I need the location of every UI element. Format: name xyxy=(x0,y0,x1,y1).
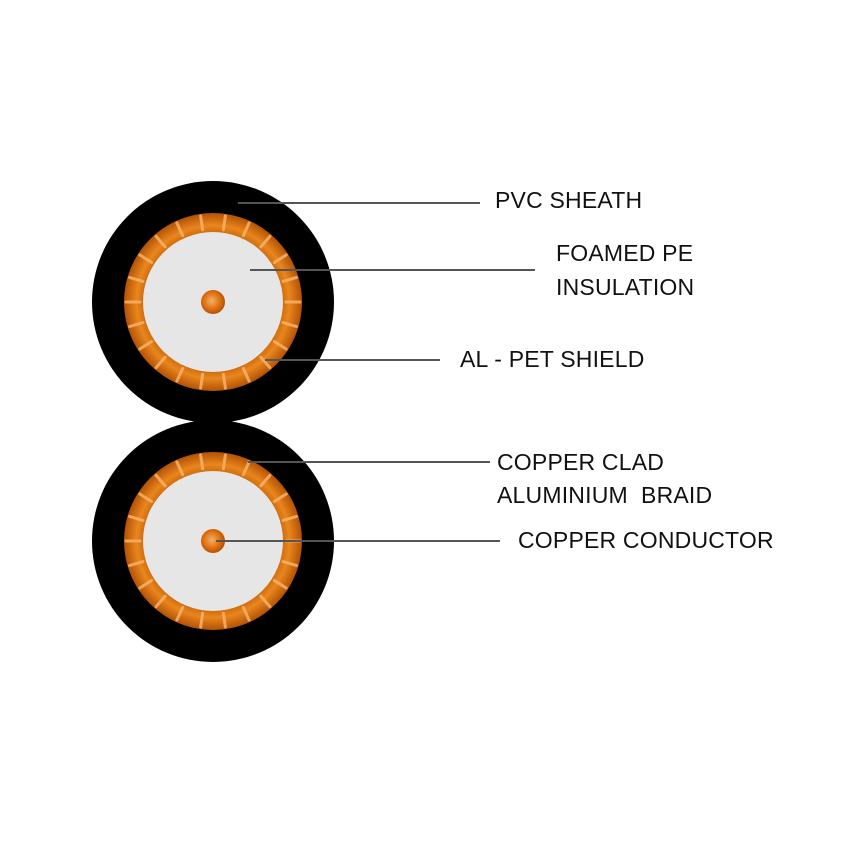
braid-strand xyxy=(259,594,272,609)
upper-cable xyxy=(92,181,334,423)
braid-strand xyxy=(128,560,145,568)
braid-strand xyxy=(272,253,288,265)
braid-strand xyxy=(128,275,145,283)
label-copper-conductor-text: COPPER CONDUCTOR xyxy=(518,527,774,553)
braid-strands-upper xyxy=(124,214,302,390)
braid-strand xyxy=(175,605,185,622)
lower-cable xyxy=(92,420,334,662)
braid-strand xyxy=(175,460,185,477)
braid-strand xyxy=(221,611,227,629)
braid-strand xyxy=(241,460,251,477)
label-pvc-sheath-text: PVC SHEATH xyxy=(495,187,643,213)
label-copper-clad-line2: ALUMINIUM BRAID xyxy=(497,482,713,508)
braid-strand xyxy=(259,234,272,249)
braid-strand xyxy=(221,372,227,390)
label-al-pet-shield-text: AL - PET SHIELD xyxy=(460,346,645,372)
braid-strand xyxy=(199,214,205,232)
braid-strand xyxy=(138,253,154,265)
braid-strand xyxy=(281,275,298,283)
braid-strand xyxy=(128,321,145,329)
braid-strand xyxy=(199,453,205,471)
braid-strand xyxy=(281,560,298,568)
braid-strand xyxy=(199,372,205,390)
braid-strand xyxy=(154,234,167,249)
braid-strand xyxy=(128,514,145,522)
braid-strand xyxy=(154,594,167,609)
braid-strand xyxy=(281,514,298,522)
braid-strand xyxy=(259,473,272,488)
leader-lines xyxy=(216,202,535,542)
braid-strand xyxy=(272,578,288,590)
braid-strand xyxy=(154,473,167,488)
label-copper-clad-line1: COPPER CLAD xyxy=(497,449,665,475)
label-pvc-sheath: PVC SHEATH xyxy=(495,187,642,213)
braid-strand xyxy=(272,339,288,351)
braid-strand xyxy=(272,492,288,504)
braid-strand xyxy=(138,578,154,590)
braid-strand xyxy=(259,355,272,370)
braid-strand xyxy=(175,221,185,238)
label-copper-clad-aluminium-braid: COPPER CLAD ALUMINIUM BRAID xyxy=(497,449,712,508)
braid-strand xyxy=(138,492,154,504)
braid-strand xyxy=(221,214,227,232)
label-foamed-pe-line2: INSULATION xyxy=(556,274,695,300)
copper-conductor-lower xyxy=(201,529,225,553)
braid-strand xyxy=(241,221,251,238)
braid-strand xyxy=(175,366,185,383)
braid-strand xyxy=(138,339,154,351)
braid-strand xyxy=(241,366,251,383)
label-foamed-pe-line1: FOAMED PE xyxy=(556,240,694,266)
braid-strand xyxy=(241,605,251,622)
braid-strand xyxy=(154,355,167,370)
copper-conductor-upper xyxy=(201,290,225,314)
label-al-pet-shield: AL - PET SHIELD xyxy=(460,346,645,372)
braid-strand xyxy=(281,321,298,329)
label-copper-conductor: COPPER CONDUCTOR xyxy=(518,527,774,553)
braid-strand xyxy=(221,453,227,471)
label-foamed-pe-insulation: FOAMED PE INSULATION xyxy=(556,240,694,300)
braid-strand xyxy=(199,611,205,629)
